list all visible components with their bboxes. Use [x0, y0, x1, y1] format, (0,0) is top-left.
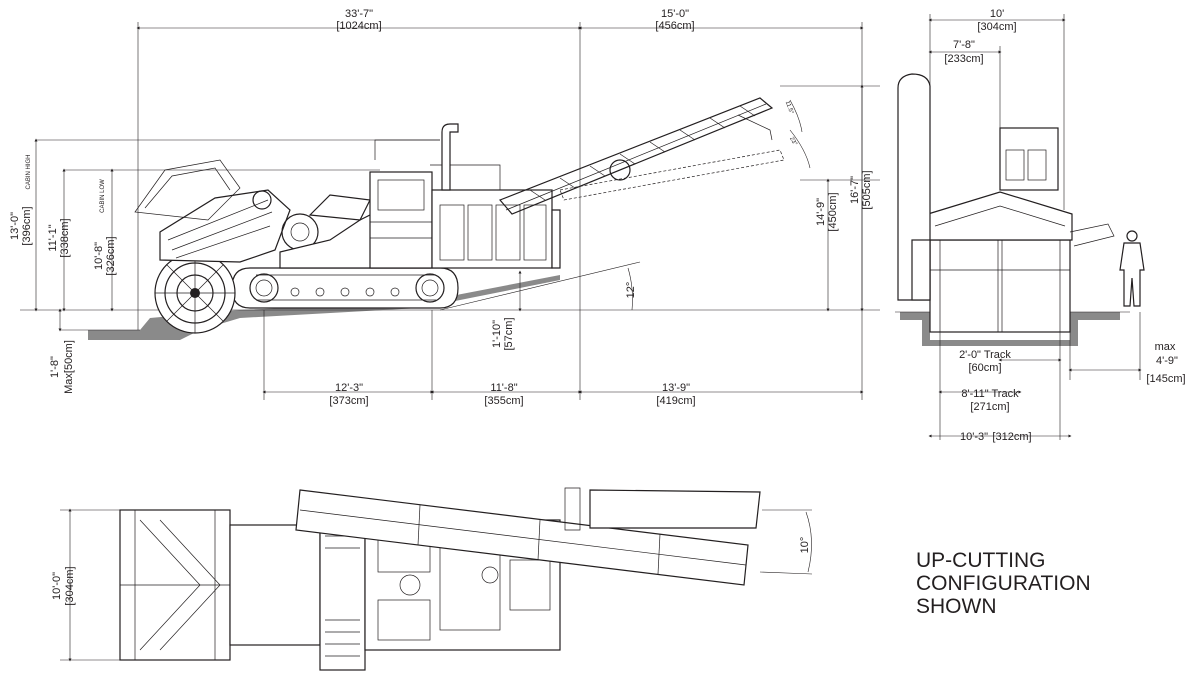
front-dimension-lines: [928, 14, 1142, 440]
front-length-metric: [373cm]: [329, 395, 368, 407]
conveyor-reach-metric: [456cm]: [655, 20, 694, 32]
caption-line-2: CONFIGURATION: [916, 572, 1091, 595]
top-dimension-lines: [60, 508, 813, 662]
base-width-metric: [312cm]: [992, 431, 1031, 443]
cut-depth-metric: Max[50cm]: [63, 340, 75, 394]
caption-line-1: UP-CUTTING: [916, 549, 1046, 572]
base-width-imperial: 10'-3": [960, 431, 988, 443]
conveyor-reach-imperial: 15'-0": [661, 8, 689, 20]
discharge-conveyor: [498, 97, 785, 215]
top-dimension-labels: 10'-0" [304cm] 10°: [51, 537, 811, 606]
height-cabin-high-imperial: 13'-0": [9, 212, 21, 240]
rear-length-imperial: 13'-9": [662, 382, 690, 394]
track-gauge-metric: [271cm]: [970, 401, 1009, 413]
ground-clearance-metric: [57cm]: [503, 317, 515, 350]
track-gauge-imperial: 8'-11" Track: [961, 388, 1019, 400]
crawler-track: [231, 267, 459, 309]
side-dimension-labels: 33'-7" [1024cm] 15'-0" [456cm] 13'-0" [3…: [9, 8, 873, 407]
configuration-caption: UP-CUTTING CONFIGURATION SHOWN: [916, 549, 1091, 618]
top-view: 10'-0" [304cm] 10°: [51, 487, 813, 671]
top-width-metric: [304cm]: [64, 566, 76, 605]
front-view: 10' [304cm] 7'-8" [233cm] 2'-0" Track [6…: [895, 8, 1186, 443]
conveyor-angle-a: 11.5°: [784, 100, 795, 115]
height-cabin-low-metric: [338cm]: [59, 218, 71, 257]
top-width-imperial: 10'-0": [51, 572, 63, 600]
overall-length-imperial: 33'-7": [345, 8, 373, 20]
conveyor-angle-b: 23°: [788, 136, 798, 147]
top-conveyor-angle: 10°: [799, 537, 811, 554]
height-cabin-low-imperial: 11'-1": [47, 224, 59, 251]
mid-length-imperial: 11'-8": [490, 382, 517, 394]
inner-width-metric: [233cm]: [944, 53, 983, 65]
side-view: 33'-7" [1024cm] 15'-0" [456cm] 13'-0" [3…: [9, 8, 880, 407]
caption-line-3: SHOWN: [916, 595, 997, 618]
side-dimension-lines: [34, 22, 880, 400]
overall-width-metric: [304cm]: [977, 21, 1016, 33]
height-body-imperial: 10'-8": [93, 242, 105, 270]
height-body-metric: [326cm]: [105, 236, 117, 275]
ramp-angle: 12°: [625, 282, 637, 299]
track-width-metric: [60cm]: [968, 362, 1001, 374]
conveyor-height-high-metric: [505cm]: [861, 170, 873, 209]
front-length-imperial: 12'-3": [335, 382, 363, 394]
person-silhouette: [1119, 230, 1145, 307]
overall-width-imperial: 10': [990, 8, 1004, 20]
mid-length-metric: [355cm]: [484, 395, 523, 407]
front-dimension-labels: 10' [304cm] 7'-8" [233cm] 2'-0" Track [6…: [944, 8, 1185, 443]
overall-length-metric: [1024cm]: [336, 20, 381, 32]
side-offset-metric: [145cm]: [1146, 373, 1185, 385]
side-offset-label: max: [1155, 341, 1176, 353]
cabin-low-tag: CABIN LOW: [100, 179, 106, 213]
height-cabin-high-metric: [396cm]: [21, 206, 33, 245]
conveyor-height-low-metric: [450cm]: [827, 192, 839, 231]
cutting-drum: [154, 252, 236, 334]
conveyor-height-high-imperial: 16'-7": [849, 176, 861, 204]
track-width-imperial: 2'-0" Track: [959, 349, 1011, 361]
inner-width-imperial: 7'-8": [953, 39, 975, 51]
cabin-high-tag: CABIN HIGH: [26, 154, 32, 189]
cut-depth-imperial: 1'-8": [49, 356, 61, 378]
rear-length-metric: [419cm]: [656, 395, 695, 407]
side-offset-imperial: 4'-9": [1156, 355, 1178, 367]
drum-housing: [134, 159, 319, 263]
ground-clearance-imperial: 1'-10": [491, 320, 503, 348]
machine-body: [279, 123, 561, 269]
conveyor-height-low-imperial: 14'-9": [815, 198, 827, 226]
